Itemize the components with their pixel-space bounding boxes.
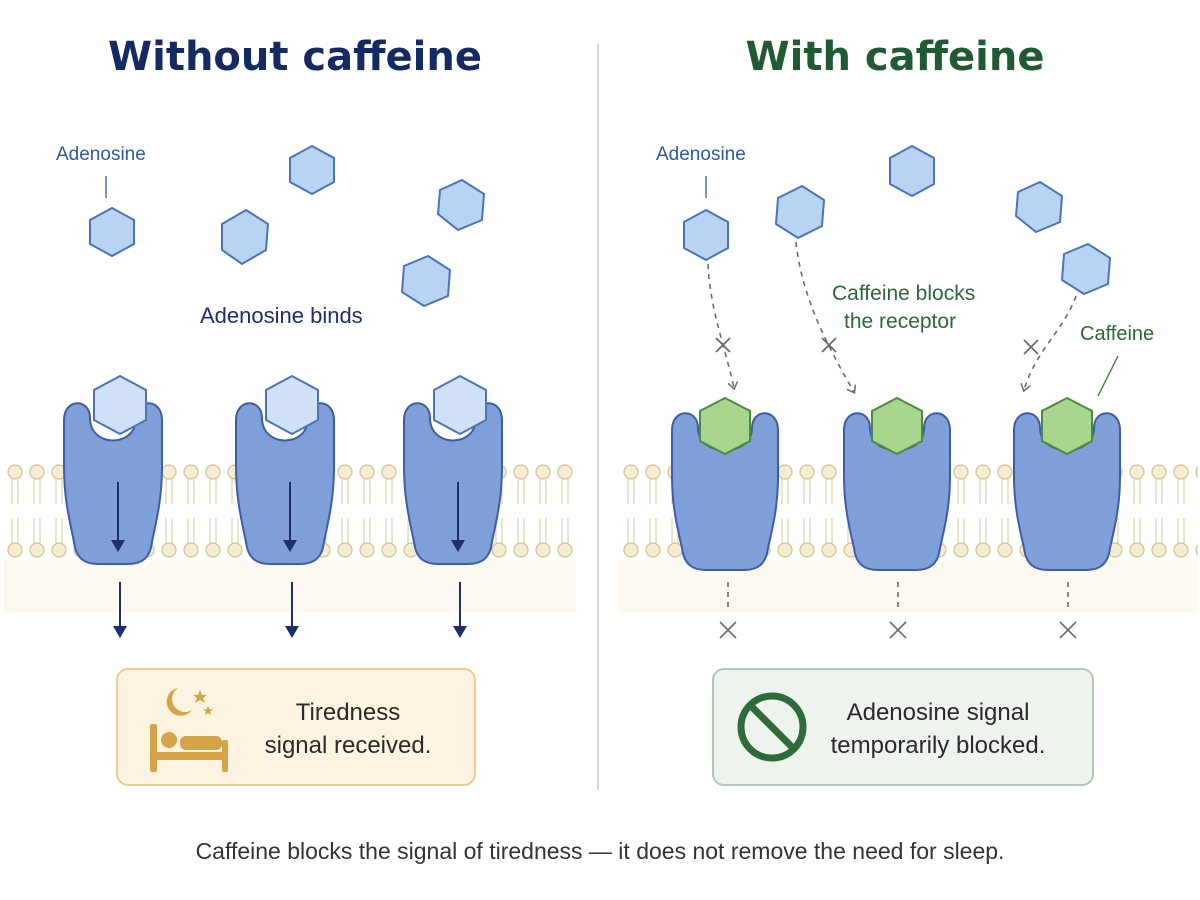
right-panel-title: With caffeine xyxy=(745,34,1045,80)
adenosine-molecule xyxy=(400,254,452,308)
blocked-result-box: Adenosine signal temporarily blocked. xyxy=(712,668,1094,786)
caffeine-blocks-line1: Caffeine blocks xyxy=(832,282,976,305)
adenosine-molecule xyxy=(1014,180,1064,234)
adenosine-molecule xyxy=(89,206,135,258)
adenosine-molecule xyxy=(1060,242,1112,296)
adenosine-molecule xyxy=(289,144,335,196)
sleeping-person-moon-icon xyxy=(150,688,228,772)
tiredness-result-text: Tiredness signal received. xyxy=(248,696,448,762)
receptor-bound-1 xyxy=(63,374,163,565)
no-signal-path xyxy=(719,582,737,639)
signal-arrow xyxy=(453,582,467,638)
caffeine-molecule xyxy=(699,396,751,456)
blocked-result-text: Adenosine signal temporarily blocked. xyxy=(818,696,1058,762)
no-signal-path xyxy=(889,582,907,639)
signal-arrow xyxy=(113,582,127,638)
tiredness-result-box: Tiredness signal received. xyxy=(116,668,476,786)
blocked-result-line1: Adenosine signal xyxy=(846,699,1030,726)
block-x-icon xyxy=(1023,339,1039,355)
caffeine-molecule xyxy=(871,396,923,456)
adenosine-binds-label: Adenosine binds xyxy=(200,303,363,328)
adenosine-label-left: Adenosine xyxy=(56,144,146,165)
blocked-approach-path xyxy=(707,263,734,388)
block-x-icon xyxy=(821,337,837,353)
blocked-result-line2: temporarily blocked. xyxy=(830,732,1046,759)
blocked-approach-path xyxy=(795,241,854,392)
signal-arrow xyxy=(285,582,299,638)
tiredness-result-line2: signal received. xyxy=(264,732,432,759)
left-panel-title: Without caffeine xyxy=(108,34,482,80)
receptor-blocked-3 xyxy=(1013,396,1121,571)
caffeine-molecule xyxy=(1041,396,1093,456)
block-x-icon xyxy=(715,337,731,353)
adenosine-molecule xyxy=(683,208,729,262)
adenosine-molecule xyxy=(436,178,486,232)
caffeine-label-leader xyxy=(1097,355,1119,397)
receptor-blocked-2 xyxy=(843,396,951,571)
caffeine-label: Caffeine xyxy=(1080,323,1155,345)
tiredness-result-line1: Tiredness xyxy=(295,699,401,726)
prohibition-icon xyxy=(737,692,807,762)
no-signal-path xyxy=(1059,582,1077,639)
bottom-caption: Caffeine blocks the signal of tiredness … xyxy=(195,838,1005,864)
receptor-blocked-1 xyxy=(671,396,779,571)
blocked-approach-path xyxy=(1024,295,1077,390)
receptor-bound-2 xyxy=(235,374,335,565)
adenosine-label-right: Adenosine xyxy=(656,144,746,165)
adenosine-molecule xyxy=(889,144,935,198)
adenosine-molecule xyxy=(774,184,826,240)
adenosine-molecule xyxy=(221,208,270,266)
caffeine-blocks-label: Caffeine blocks the receptor xyxy=(832,280,975,336)
receptor-bound-3 xyxy=(403,374,503,565)
caffeine-blocks-line2: the receptor xyxy=(844,310,957,333)
